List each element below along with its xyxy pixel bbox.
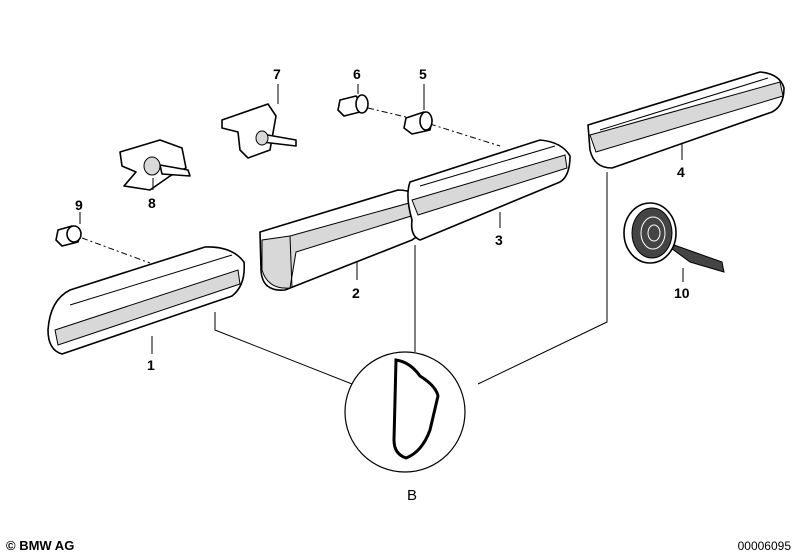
part-6-screw[interactable] [337, 94, 369, 117]
diagram-id: 00006095 [737, 539, 791, 553]
label-8: 8 [148, 195, 156, 211]
part-8-clip[interactable] [119, 139, 191, 191]
part-9-clip[interactable] [55, 225, 82, 247]
part-7-clip[interactable] [221, 103, 297, 159]
part-1-trim-strip[interactable] [47, 246, 246, 355]
label-4: 4 [677, 164, 685, 180]
connection-lines [81, 107, 608, 385]
copyright-text: © BMW AG [6, 538, 75, 553]
label-2: 2 [352, 285, 360, 301]
label-b: B [407, 487, 417, 504]
part-10-adhesive-tape-roll[interactable] [623, 202, 725, 273]
part-2-trim-strip[interactable] [259, 189, 426, 291]
label-5: 5 [419, 66, 427, 82]
label-10: 10 [674, 285, 690, 301]
label-6: 6 [353, 66, 361, 82]
part-3-trim-strip[interactable] [407, 139, 571, 241]
part-5-nut[interactable] [403, 111, 433, 135]
detail-b-cross-section[interactable] [344, 351, 466, 473]
label-3: 3 [495, 232, 503, 248]
label-9: 9 [75, 197, 83, 213]
part-4-trim-strip[interactable] [587, 71, 785, 169]
label-1: 1 [147, 357, 155, 373]
label-7: 7 [273, 66, 281, 82]
